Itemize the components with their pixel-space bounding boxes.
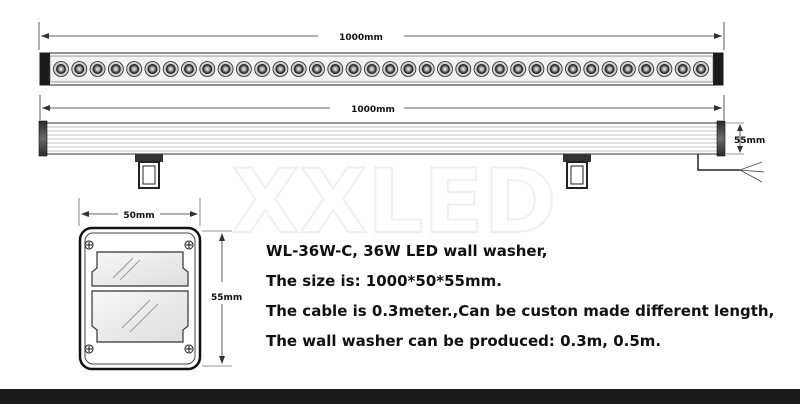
led-chip [440,64,450,74]
led-chip [531,64,542,74]
led-chip [348,64,359,74]
led-chip [147,64,158,74]
led-chip [604,64,615,74]
led-chip [330,64,341,74]
led-chip [293,64,304,74]
led-chip [622,64,633,74]
screw-top-left [84,240,94,250]
led-chip [92,64,103,74]
description-line-model: WL-36W-C, 36W LED wall washer, [266,242,548,260]
screw-bottom-left [84,344,94,354]
led-chip [184,64,194,74]
end-view: 50mm [78,198,242,371]
side-height-label: 55mm [734,136,765,146]
led-chip [238,64,249,74]
led-chip [385,64,396,74]
led-chip [677,64,688,74]
product-description: WL-36W-C, 36W LED wall washer, The size … [266,236,774,356]
side-dimension: 1000mm [39,95,725,120]
led-chip [659,64,670,74]
led-chip [366,64,377,74]
led-chip [586,64,597,74]
led-chip [568,64,578,74]
led-chip [458,64,469,74]
side-length-label: 1000mm [351,105,395,115]
end-height-label: 55mm [211,293,242,303]
led-chip [421,64,432,74]
led-chip [165,64,176,74]
led-chip [641,64,652,74]
led-chip [494,64,505,74]
description-line-cable: The cable is 0.3meter.,Can be custon mad… [266,302,775,320]
led-chip [513,64,524,74]
watermark-text: XXLED [232,150,557,253]
screw-bottom-right [184,344,194,354]
led-chip [110,64,121,74]
top-view-bar [39,52,724,86]
led-chip [476,64,487,74]
led-chip [56,64,66,74]
cable [697,154,765,183]
led-chip [129,64,140,74]
led-chip [220,64,231,74]
led-chip [202,64,213,74]
led-chip [549,64,560,74]
led-chip [312,64,322,74]
top-dimension: 1000mm [38,22,725,50]
led-chip [696,64,706,74]
led-row [53,61,709,77]
side-view-bar [38,120,765,189]
side-height-dimension: 55mm [726,122,765,155]
led-chip [275,64,286,74]
bracket-right [563,154,591,189]
led-chip [74,64,85,74]
screw-top-right [184,240,194,250]
description-line-size: The size is: 1000*50*55mm. [266,272,502,290]
end-width-label: 50mm [123,211,154,221]
description-line-options: The wall washer can be produced: 0.3m, 0… [266,332,662,350]
led-chip [257,64,268,74]
top-length-label: 1000mm [339,33,383,43]
bracket-left [135,154,163,189]
bottom-bar [0,389,800,404]
led-chip [403,64,414,74]
